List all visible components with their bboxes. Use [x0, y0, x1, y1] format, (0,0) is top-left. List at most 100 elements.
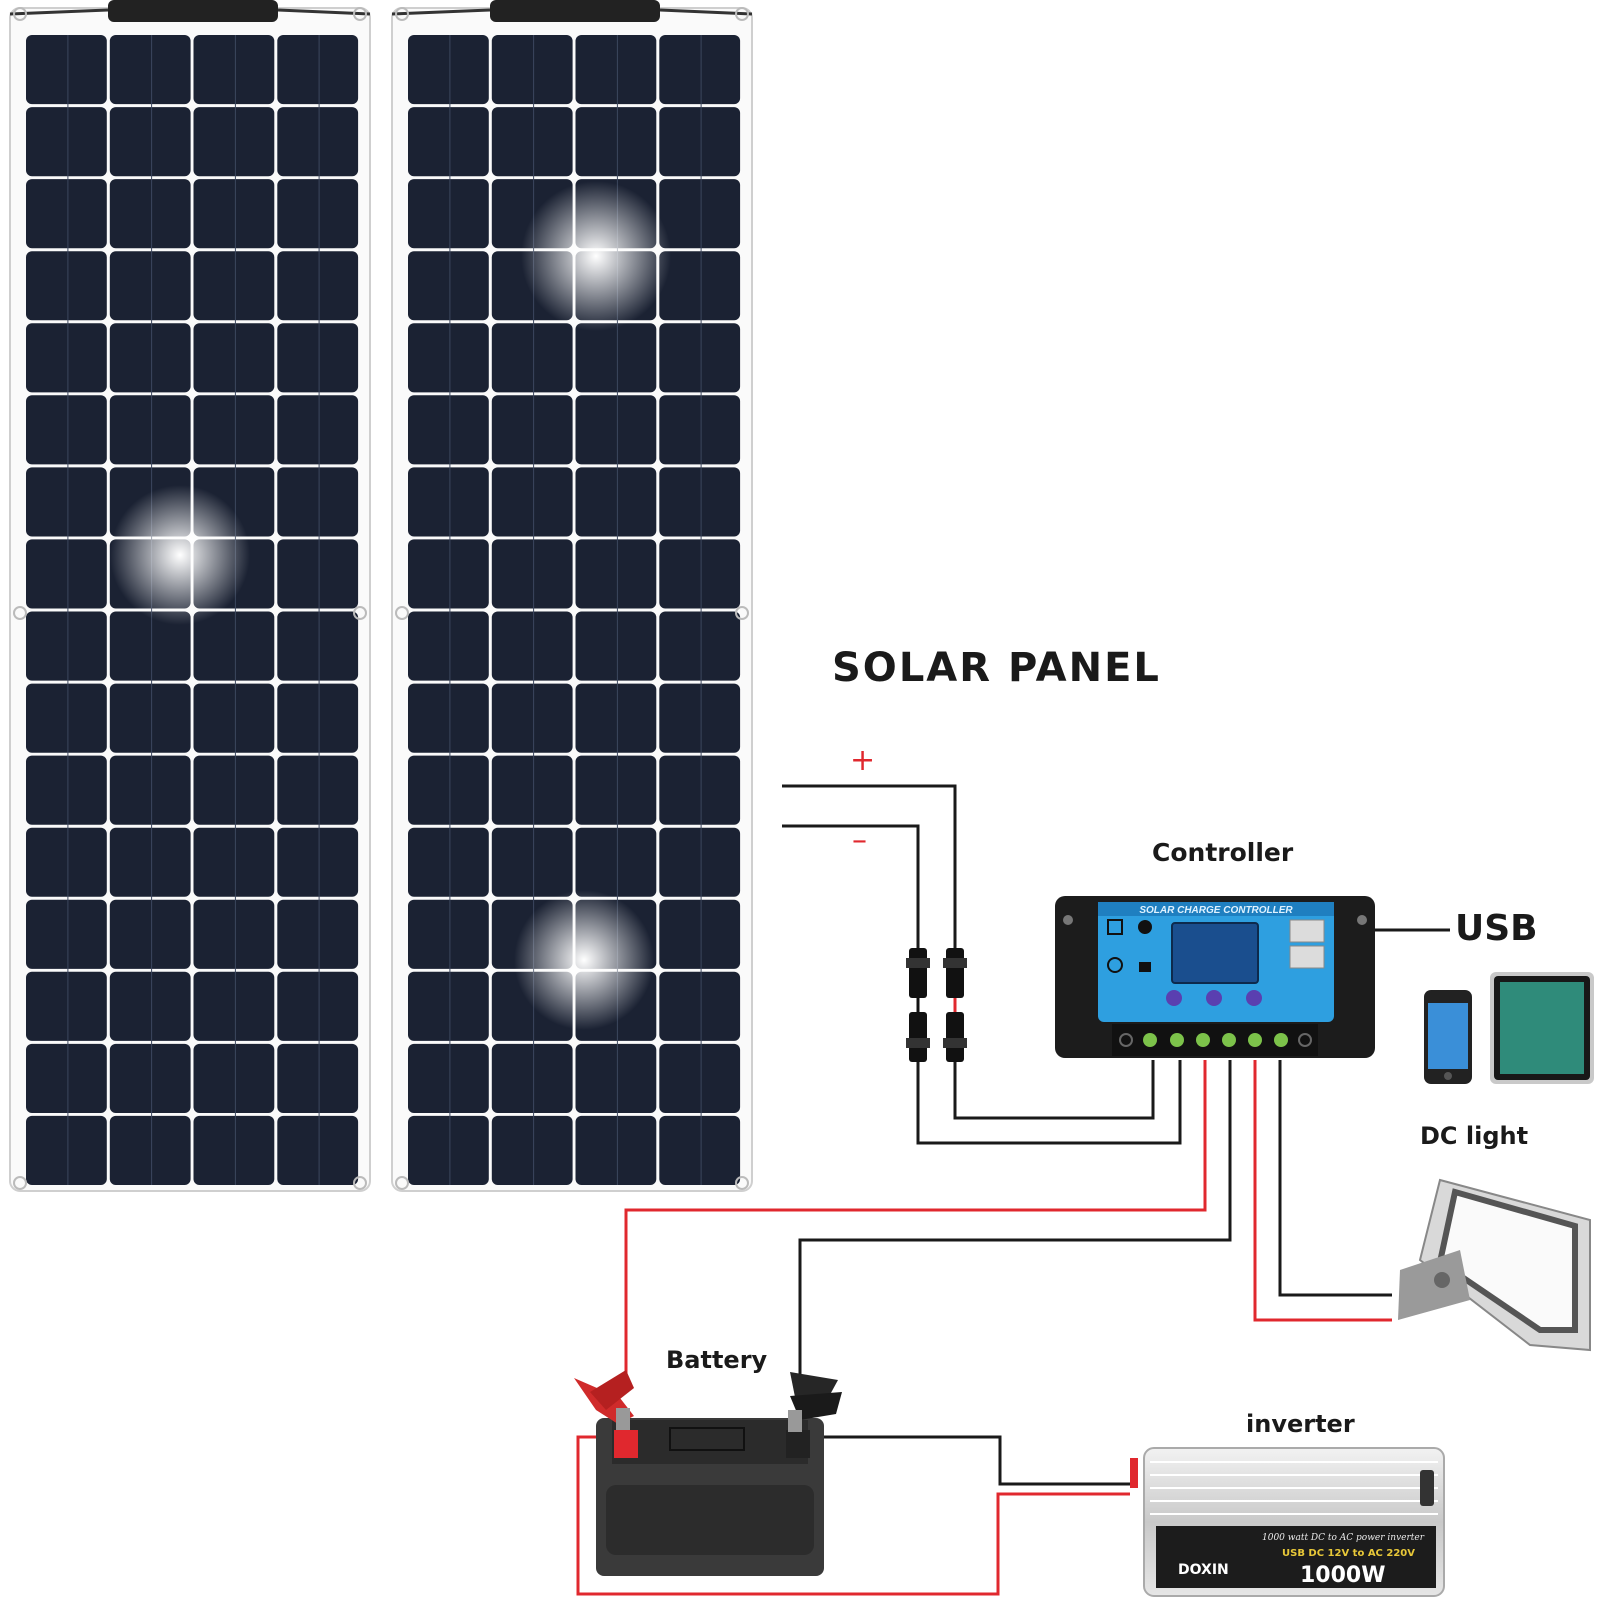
solar-cell — [26, 467, 107, 537]
solar-cell — [109, 611, 191, 681]
solar-cell — [277, 539, 359, 609]
solar-cell — [659, 323, 741, 393]
solar-cell — [193, 107, 275, 177]
negative-symbol: – — [852, 823, 867, 858]
battery-icon — [596, 1418, 824, 1576]
solar-cell — [277, 107, 359, 177]
solar-cell — [575, 323, 657, 393]
solar-cell — [193, 899, 275, 969]
alligator-clip-icon — [574, 1370, 842, 1432]
solar-cell — [408, 179, 489, 249]
solar-cell — [109, 251, 191, 321]
solar-cell — [659, 467, 741, 537]
solar-cell — [575, 611, 657, 681]
inverter-label: inverter — [1246, 1410, 1355, 1438]
solar-cell — [408, 899, 489, 969]
solar-cell — [575, 683, 657, 753]
solar-cell — [109, 899, 191, 969]
solar-cell — [193, 755, 275, 825]
solar-cell — [575, 395, 657, 465]
solar-cell — [575, 107, 657, 177]
dc-floodlight-icon — [1398, 1178, 1591, 1352]
solar-cell — [491, 683, 573, 753]
solar-cell — [26, 251, 107, 321]
solar-cell — [575, 539, 657, 609]
solar-cell — [491, 827, 573, 897]
solar-cell — [408, 827, 489, 897]
battery-label: Battery — [666, 1346, 768, 1374]
panel-wires — [782, 784, 1182, 1145]
solar-cell — [659, 827, 741, 897]
solar-cell — [26, 179, 107, 249]
solar-cell — [26, 1043, 107, 1113]
usb-label: USB — [1455, 908, 1538, 949]
solar-cell — [26, 899, 107, 969]
solar-cell — [277, 179, 359, 249]
solar-cell — [659, 899, 741, 969]
solar-cell — [277, 899, 359, 969]
solar-cell — [193, 971, 275, 1041]
solar-cell — [491, 467, 573, 537]
solar-cell — [575, 1043, 657, 1113]
solar-cell — [491, 107, 573, 177]
solar-cell — [491, 755, 573, 825]
solar-cell — [193, 611, 275, 681]
solar-cell — [193, 395, 275, 465]
solar-cell — [408, 683, 489, 753]
inverter-power-text: 1000W — [1300, 1563, 1386, 1588]
solar-cell — [277, 395, 359, 465]
solar-cell — [408, 1043, 489, 1113]
solar-cell — [575, 467, 657, 537]
solar-cell — [193, 323, 275, 393]
solar-cell — [277, 755, 359, 825]
solar-cell — [26, 827, 107, 897]
solar-cell — [491, 1043, 573, 1113]
solar-cell — [659, 107, 741, 177]
solar-cell — [109, 107, 191, 177]
solar-cell — [109, 323, 191, 393]
solar-cell — [277, 251, 359, 321]
solar-cell — [659, 35, 741, 105]
solar-cell — [659, 755, 741, 825]
solar-cell — [26, 539, 107, 609]
solar-cell — [109, 35, 191, 105]
solar-cell — [193, 1043, 275, 1113]
inverter-spec-text: USB DC 12V to AC 220V — [1282, 1548, 1415, 1559]
solar-cell — [109, 827, 191, 897]
solar-cell — [408, 251, 489, 321]
solar-cell — [26, 1115, 107, 1185]
diagram-title: SOLAR PANEL — [832, 645, 1161, 691]
mc4-connector-icon — [906, 948, 967, 1062]
solar-cell — [408, 395, 489, 465]
solar-cell — [277, 971, 359, 1041]
solar-cell — [408, 107, 489, 177]
solar-cell — [659, 1115, 741, 1185]
solar-cell — [491, 323, 573, 393]
solar-cell — [193, 35, 275, 105]
solar-cell — [277, 611, 359, 681]
solar-cell — [659, 611, 741, 681]
solar-cell — [109, 1043, 191, 1113]
solar-cell — [659, 539, 741, 609]
solar-cell — [277, 467, 359, 537]
solar-cell — [408, 323, 489, 393]
smartphone-icon — [1424, 990, 1472, 1084]
sun-flare — [110, 485, 250, 625]
sun-flare — [514, 890, 654, 1030]
solar-cell — [491, 395, 573, 465]
solar-cell — [659, 971, 741, 1041]
solar-cell — [277, 1115, 359, 1185]
solar-cell — [26, 395, 107, 465]
solar-cell — [408, 1115, 489, 1185]
solar-cell — [408, 611, 489, 681]
charge-controller-icon: SOLAR CHARGE CONTROLLER — [1055, 896, 1375, 1058]
solar-cell — [109, 683, 191, 753]
controller-wires — [624, 928, 1450, 1385]
solar-cell — [575, 1115, 657, 1185]
solar-cell — [277, 35, 359, 105]
dc-light-label: DC light — [1420, 1122, 1529, 1150]
solar-panel-left — [9, 0, 371, 1192]
solar-cell — [26, 35, 107, 105]
solar-cell — [193, 179, 275, 249]
